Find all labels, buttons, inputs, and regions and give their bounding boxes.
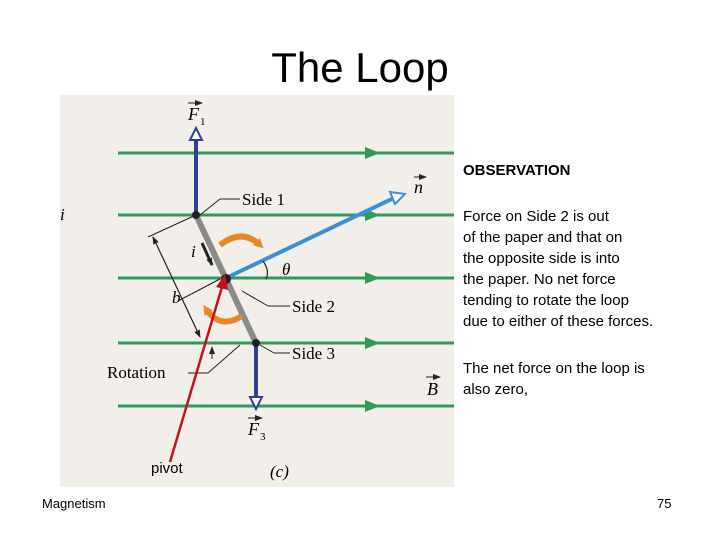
label-theta: θ xyxy=(282,260,290,279)
label-side-2: Side 2 xyxy=(292,297,335,316)
dimension-tick-top xyxy=(147,214,197,238)
label-panel-c: (c) xyxy=(270,462,289,481)
curved-rotation-arrow-icon xyxy=(218,233,264,249)
loop-diagram: F 1 F 3 n B Side 1 Side 2 Side 3 Rotatio… xyxy=(60,95,454,487)
net-force-text: The net force on the loop is also zero, xyxy=(463,360,645,398)
label-current-i: i xyxy=(191,242,196,261)
label-n: n xyxy=(414,177,423,197)
label-rotation: Rotation xyxy=(107,363,166,382)
label-side-3: Side 3 xyxy=(292,344,335,363)
diagram-background xyxy=(60,95,454,487)
label-f3: F xyxy=(247,419,260,439)
normal-vector-n xyxy=(225,190,408,280)
force-f3-arrow xyxy=(248,343,264,412)
dimension-tick-bottom xyxy=(177,278,221,302)
label-dimension-b: b xyxy=(172,288,181,307)
label-side-1: Side 1 xyxy=(242,190,285,209)
label-edge-letter: i xyxy=(60,205,65,224)
dimension-b-line xyxy=(152,236,201,338)
label-f1: F xyxy=(187,104,200,124)
footer-topic: Magnetism xyxy=(42,496,106,511)
label-b-field: B xyxy=(427,379,438,399)
theta-arc xyxy=(262,260,269,280)
observation-heading: OBSERVATION xyxy=(463,162,571,179)
observation-text: Force on Side 2 is out of the paper and … xyxy=(463,208,654,330)
magnetic-field-lines xyxy=(118,151,454,408)
force-f1-arrow xyxy=(188,125,204,215)
label-f3-subscript: 3 xyxy=(260,431,266,443)
pivot-label: pivot xyxy=(151,460,183,477)
current-arrow xyxy=(200,242,214,266)
page-number: 75 xyxy=(657,496,672,511)
side3-point xyxy=(252,339,260,347)
label-f1-subscript: 1 xyxy=(200,116,206,128)
slide-title: The Loop xyxy=(271,44,449,91)
curved-rotation-arrow-lower-icon xyxy=(203,304,244,325)
